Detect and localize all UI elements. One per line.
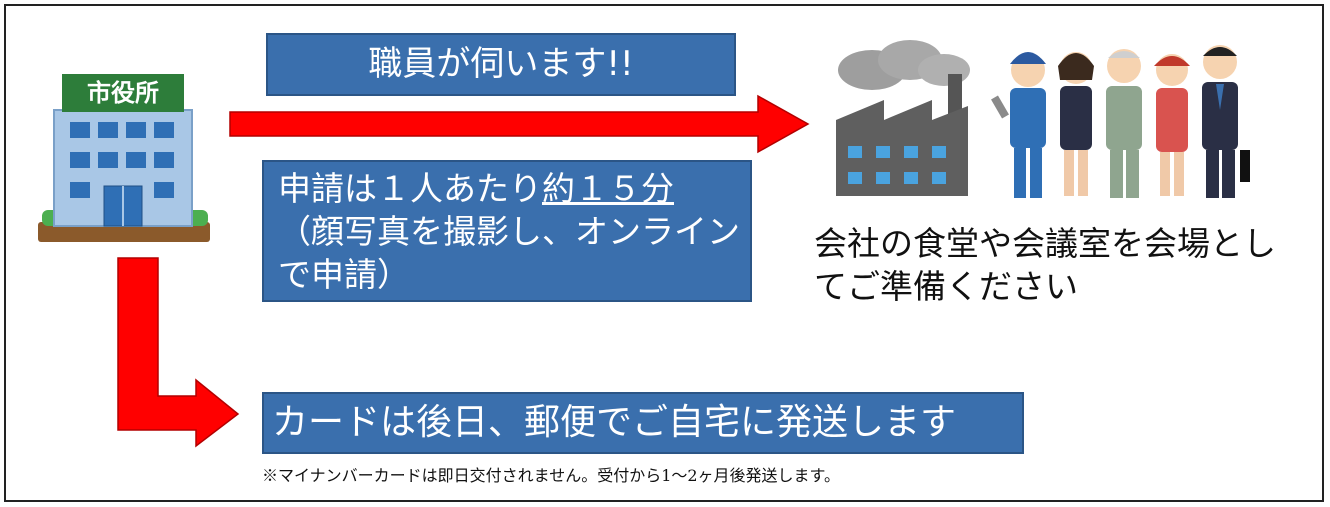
venue-instruction: 会社の食堂や会議室を会場とし てご準備ください — [814, 222, 1276, 308]
arrow-right-icon — [229, 94, 810, 154]
card-delivery-box: カードは後日、郵便でご自宅に発送します — [262, 392, 1024, 454]
venue-line-1: 会社の食堂や会議室を会場とし — [814, 224, 1276, 263]
application-line-1: 申請は１人あたり約１５分 — [278, 167, 750, 210]
diagram-frame — [4, 4, 1324, 502]
application-info-box: 申請は１人あたり約１５分 （顔写真を撮影し、オンライン で申請） — [262, 160, 752, 302]
factory-icon — [836, 40, 970, 196]
staff-visit-text: 職員が伺います!! — [368, 44, 634, 84]
card-delivery-text: カードは後日、郵便でご自宅に発送します — [272, 402, 957, 443]
venue-line-2: てご準備ください — [814, 267, 1078, 306]
delivery-note: ※マイナンバーカードは即日交付されません。受付から1～2ヶ月後発送します。 — [262, 466, 840, 485]
application-line-3: で申請） — [278, 255, 410, 294]
staff-visit-box: 職員が伺います!! — [266, 33, 736, 96]
workers-icon — [991, 45, 1250, 198]
city-hall-sign: 市役所 — [87, 79, 159, 107]
city-hall-building-icon — [38, 74, 210, 242]
arrow-down-right-icon — [117, 257, 240, 448]
application-line-1-prefix: 申請は１人あたり — [278, 169, 542, 208]
application-duration: 約１５分 — [542, 169, 674, 208]
application-line-2: （顔写真を撮影し、オンライン — [278, 212, 740, 251]
